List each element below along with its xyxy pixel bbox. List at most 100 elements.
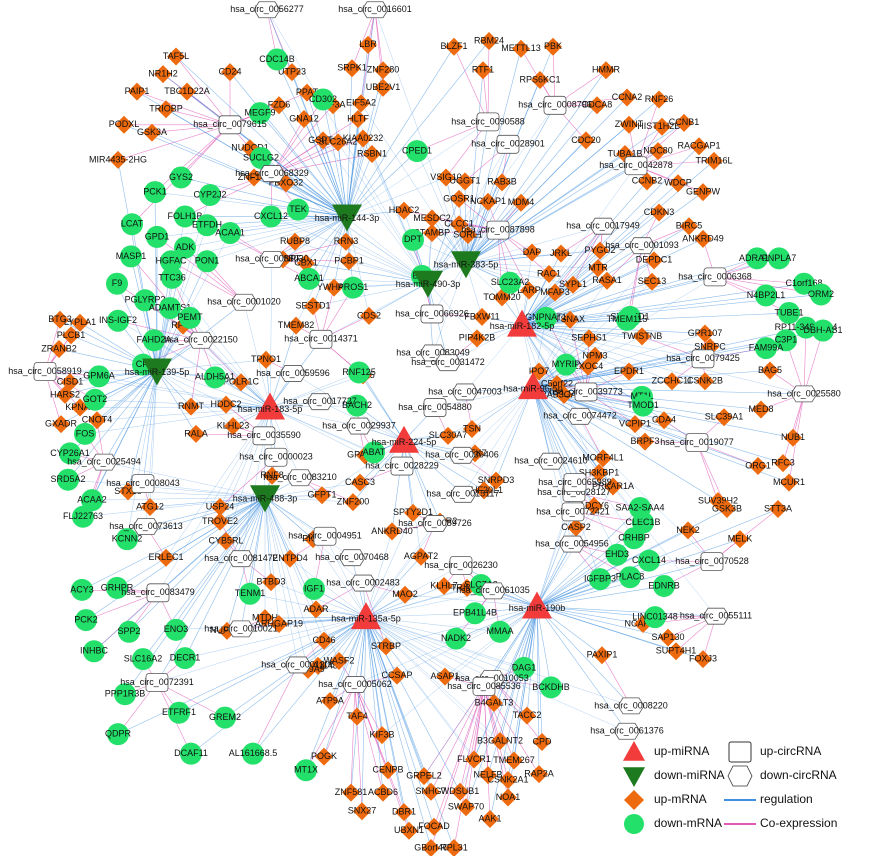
up-circrna-node-hsa-circ-0072391[interactable]: hsa_circ_0072391 bbox=[120, 673, 194, 692]
down-mrna-node-saa2-saa4[interactable]: SAA2-SAA4 bbox=[615, 496, 665, 519]
up-mrna-node-znf146[interactable]: ZNF146 bbox=[238, 168, 271, 187]
down-mrna-node-got2[interactable]: GOT2 bbox=[83, 388, 108, 411]
up-mrna-node-trove2[interactable]: TROVE2 bbox=[202, 512, 238, 531]
up-mrna-node-blzf1[interactable]: BLZF1 bbox=[440, 37, 468, 56]
down-mrna-node-abca1[interactable]: ABCA1 bbox=[294, 267, 324, 290]
up-mrna-node-epdr1[interactable]: EPDR1 bbox=[614, 362, 644, 381]
down-mrna-node-acaa2[interactable]: ACAA2 bbox=[77, 489, 107, 512]
down-mrna-node-cyp26a1[interactable]: CYP26A1 bbox=[50, 442, 90, 465]
up-mrna-node-genpw[interactable]: GENPW bbox=[686, 183, 721, 202]
down-mrna-node-nadk2[interactable]: NADK2 bbox=[441, 627, 471, 650]
up-mrna-node-mcur1[interactable]: MCUR1 bbox=[773, 473, 805, 492]
up-mrna-node-grpel2[interactable]: GRPEL2 bbox=[406, 767, 442, 786]
down-mrna-node-pros1[interactable]: PROS1 bbox=[338, 276, 369, 299]
down-mirna-node-hsa-mir-490-3p[interactable]: hsa-miR-490-3p bbox=[396, 270, 461, 298]
down-mrna-node-plac8[interactable]: PLAC8 bbox=[616, 566, 645, 589]
down-mrna-node-ins-igf2[interactable]: INS-IGF2 bbox=[99, 309, 137, 332]
up-mrna-node-ccsap[interactable]: CCSAP bbox=[381, 666, 413, 685]
up-circrna-node-hsa-circ-0000023[interactable]: hsa_circ_0000023 bbox=[239, 447, 313, 467]
down-mrna-node-pglyrp2[interactable]: PGLYRP2 bbox=[125, 289, 166, 312]
up-mrna-node-exoc4[interactable]: EXOC4 bbox=[573, 357, 604, 376]
down-mrna-node-adk[interactable]: ADK bbox=[174, 236, 196, 259]
up-mrna-node-klhl7[interactable]: KLHL7 bbox=[430, 576, 458, 595]
down-mrna-node-megf9[interactable]: MEGF9 bbox=[244, 102, 276, 125]
up-mrna-node-slc30a7[interactable]: SLC30A7 bbox=[429, 426, 468, 445]
up-mrna-node-hdac2[interactable]: HDAC2 bbox=[389, 201, 420, 220]
up-mrna-node-mesdc2[interactable]: MESDC2 bbox=[413, 209, 451, 228]
down-circrna-node-hsa-circ-0001020[interactable]: hsa_circ_0001020 bbox=[207, 293, 281, 311]
up-mrna-node-aak1[interactable]: AAK1 bbox=[478, 810, 502, 828]
up-mrna-node-ppat[interactable]: PPAT bbox=[296, 83, 319, 102]
up-mrna-node-nek2[interactable]: NEK2 bbox=[676, 521, 700, 540]
up-mrna-node-cdca8[interactable]: CDCA8 bbox=[582, 96, 613, 115]
down-circrna-node-hsa-circ-0005062[interactable]: hsa_circ_0005062 bbox=[318, 676, 392, 693]
up-mrna-node-cds2[interactable]: CDS2 bbox=[357, 306, 381, 325]
down-circrna-node-hsa-circ-0015117[interactable]: hsa_circ_0015117 bbox=[427, 485, 500, 503]
up-mrna-node-rnf26[interactable]: RNF26 bbox=[645, 90, 674, 109]
up-mrna-node-rap2a[interactable]: RAP2A bbox=[524, 765, 554, 784]
up-mrna-node-prkar1a[interactable]: PRKAR1A bbox=[592, 477, 634, 496]
up-mrna-node-pbk[interactable]: PBK bbox=[544, 37, 562, 56]
up-mrna-node-casc3[interactable]: CASC3 bbox=[345, 473, 375, 492]
down-circrna-node-hsa-circ-0025494[interactable]: hsa_circ_0025494 bbox=[67, 453, 141, 471]
up-mrna-node-ndc80[interactable]: NDC80 bbox=[643, 142, 673, 161]
up-mirna-node-hsa-mir-224-5p[interactable]: hsa-miR-224-5p bbox=[372, 425, 437, 453]
up-mrna-node-gfpt1[interactable]: GFPT1 bbox=[307, 486, 337, 505]
down-circrna-node-hsa-circ-0017949[interactable]: hsa_circ_0017949 bbox=[566, 217, 640, 235]
up-mrna-node-mettl13[interactable]: METTL13 bbox=[501, 39, 541, 58]
up-mrna-node-triobp[interactable]: TRIOBP bbox=[149, 100, 183, 119]
down-circrna-node-hsa-circ-0056277[interactable]: hsa_circ_0056277 bbox=[230, 1, 304, 19]
down-mrna-node-pck2[interactable]: PCK2 bbox=[74, 609, 98, 632]
down-mrna-node-tube1[interactable]: TUBE1 bbox=[774, 301, 804, 324]
up-mrna-node-mtdh[interactable]: MTDH bbox=[252, 609, 278, 628]
up-mrna-node-taf4[interactable]: TAF4 bbox=[346, 707, 368, 726]
down-mirna-node-hsa-mir-383-5p[interactable]: hsa-miR-383-5p bbox=[434, 251, 499, 279]
up-circrna-node-hsa-circ-0026230[interactable]: hsa_circ_0026230 bbox=[424, 556, 498, 575]
down-mrna-node-n4bp2l1[interactable]: N4BP2L1 bbox=[747, 284, 786, 307]
down-circrna-node-hsa-circ-0061035[interactable]: hsa_circ_0061035 bbox=[456, 582, 530, 600]
up-mrna-node-tsnax[interactable]: TSNAX bbox=[555, 310, 585, 329]
down-mirna-node-hsa-mir-144-3p[interactable]: hsa-miR-144-3p bbox=[315, 204, 380, 232]
down-circrna-node-hsa-circ-0073613[interactable]: hsa_circ_0073613 bbox=[109, 518, 183, 535]
up-circrna-node-hsa-circ-0072421[interactable]: hsa_circ_0072421 bbox=[536, 502, 610, 522]
down-mrna-node-gnpnat1[interactable]: GNPNAT1 bbox=[525, 306, 567, 329]
up-mrna-node-sestd1[interactable]: SESTD1 bbox=[295, 297, 331, 316]
down-mrna-node-c1orf168[interactable]: C1orf168 bbox=[785, 272, 823, 295]
down-mrna-node-acy3[interactable]: ACY3 bbox=[70, 578, 94, 601]
up-mrna-node-supt4h1[interactable]: SUPT4H1 bbox=[656, 642, 697, 661]
up-mrna-node-podxl[interactable]: PODXL bbox=[109, 115, 140, 134]
up-mrna-node-ankrd49[interactable]: ANKRD49 bbox=[682, 229, 724, 248]
up-mrna-node-cnot4[interactable]: CNOT4 bbox=[82, 411, 113, 430]
down-circrna-node-hsa-circ-0068329[interactable]: hsa_circ_0068329 bbox=[235, 165, 309, 182]
down-mrna-node-rp11-349f21-4[interactable]: RP11-349F21.4 bbox=[775, 316, 838, 339]
up-mrna-node-hmmr[interactable]: HMMR bbox=[592, 61, 620, 80]
up-mrna-node-cd24[interactable]: CD24 bbox=[218, 63, 242, 82]
down-mrna-node-igf1[interactable]: IGF1 bbox=[303, 577, 325, 600]
up-mrna-node-tmem82[interactable]: TMEM82 bbox=[278, 316, 315, 335]
up-mrna-node-pip4k2b[interactable]: PIP4K2B bbox=[459, 329, 496, 348]
up-mrna-node-znf581[interactable]: ZNF581 bbox=[335, 783, 368, 802]
down-circrna-node-hsa-circ-0022150[interactable]: hsa_circ_0022150 bbox=[164, 331, 238, 349]
down-circrna-node-hsa-circ-0001093[interactable]: hsa_circ_0001093 bbox=[605, 237, 679, 255]
down-mrna-node-aldh5a1[interactable]: ALDH5A1 bbox=[195, 366, 235, 389]
up-mrna-node-rpl31[interactable]: RPL31 bbox=[440, 839, 468, 856]
up-circrna-node-hsa-circ-0019077[interactable]: hsa_circ_0019077 bbox=[660, 433, 734, 453]
up-mrna-node-kif3b[interactable]: KIF3B bbox=[369, 726, 395, 745]
down-mrna-node-cxcl12[interactable]: CXCL12 bbox=[254, 205, 288, 228]
up-mrna-node-csnk2b[interactable]: CSNK2B bbox=[687, 372, 723, 391]
down-mrna-node-folh1b[interactable]: FOLH1B bbox=[167, 205, 203, 228]
up-mrna-node-dbr1[interactable]: DBR1 bbox=[392, 803, 416, 822]
down-mrna-node-linc01348[interactable]: LINC01348 bbox=[632, 606, 678, 629]
up-mrna-node-hddc2[interactable]: HDDC2 bbox=[210, 395, 242, 414]
up-mrna-node-snx27[interactable]: SNX27 bbox=[348, 802, 377, 821]
up-mrna-node-cdkn3[interactable]: CDKN3 bbox=[644, 203, 675, 222]
up-mirna-node-hsa-mir-183-5p[interactable]: hsa-miR-183-5p bbox=[238, 392, 303, 420]
down-mrna-node-tenm1[interactable]: TENM1 bbox=[235, 582, 266, 605]
up-mrna-node-hltf[interactable]: HLTF bbox=[347, 109, 369, 128]
up-mrna-node-hars2[interactable]: HARS2 bbox=[50, 385, 80, 404]
up-circrna-node-hsa-circ-0008796[interactable]: hsa_circ_0008796 bbox=[518, 95, 592, 115]
down-mrna-node-cyp2j2[interactable]: CYP2J2 bbox=[193, 184, 227, 206]
up-mrna-node-utp23[interactable]: UTP23 bbox=[278, 63, 306, 82]
down-mrna-node-slc16a2[interactable]: SLC16A2 bbox=[124, 648, 163, 671]
up-mrna-node-pogk[interactable]: POGK bbox=[311, 747, 337, 766]
